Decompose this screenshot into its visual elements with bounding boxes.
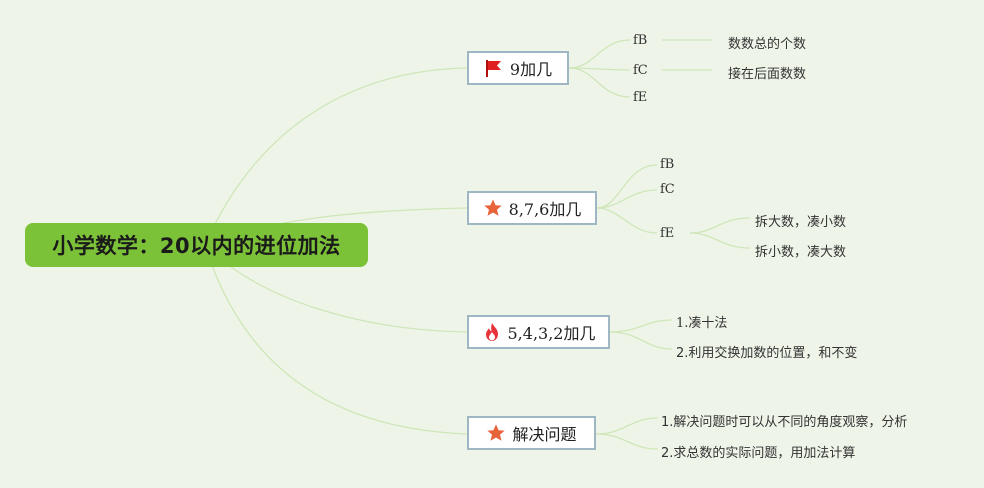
leaf-fC[interactable]: fC — [633, 63, 648, 78]
fire-icon — [482, 322, 502, 342]
leaf-fC[interactable]: fC — [660, 182, 675, 197]
orange-star-icon — [483, 198, 503, 218]
branch-label: 解决问题 — [512, 425, 577, 444]
red-flag-icon — [484, 58, 504, 78]
branch-label: 9加几 — [509, 60, 553, 79]
branch-label: 5,4,3,2加几 — [507, 324, 596, 343]
leaf-item[interactable]: 2.利用交换加数的位置，和不变 — [676, 346, 858, 361]
leaf-fB[interactable]: fB — [633, 33, 648, 48]
leaf-item[interactable]: 2.求总数的实际问题，用加法计算 — [661, 446, 856, 461]
branch-5432-add[interactable]: 5,4,3,2加几 — [467, 315, 610, 349]
root-topic[interactable]: 小学数学：20以内的进位加法 — [25, 223, 368, 267]
leaf-fE[interactable]: fE — [633, 90, 648, 105]
leaf-fE[interactable]: fE — [660, 226, 675, 241]
leaf-sub[interactable]: 拆小数，凑大数 — [755, 245, 847, 260]
leaf-fB[interactable]: fB — [660, 157, 675, 172]
orange-star-icon — [486, 423, 506, 443]
branch-876-add[interactable]: 8,7,6加几 — [467, 191, 597, 225]
branch-solve-problems[interactable]: 解决问题 — [467, 416, 596, 450]
branch-9-add[interactable]: 9加几 — [467, 51, 569, 85]
root-title: 小学数学：20以内的进位加法 — [52, 234, 341, 258]
leaf-item[interactable]: 1.解决问题时可以从不同的角度观察，分析 — [661, 415, 908, 430]
leaf-note[interactable]: 数数总的个数 — [728, 37, 807, 52]
branch-label: 8,7,6加几 — [508, 200, 582, 219]
leaf-note[interactable]: 接在后面数数 — [728, 67, 807, 82]
leaf-sub[interactable]: 拆大数，凑小数 — [755, 215, 847, 230]
leaf-item[interactable]: 1.凑十法 — [676, 316, 728, 331]
